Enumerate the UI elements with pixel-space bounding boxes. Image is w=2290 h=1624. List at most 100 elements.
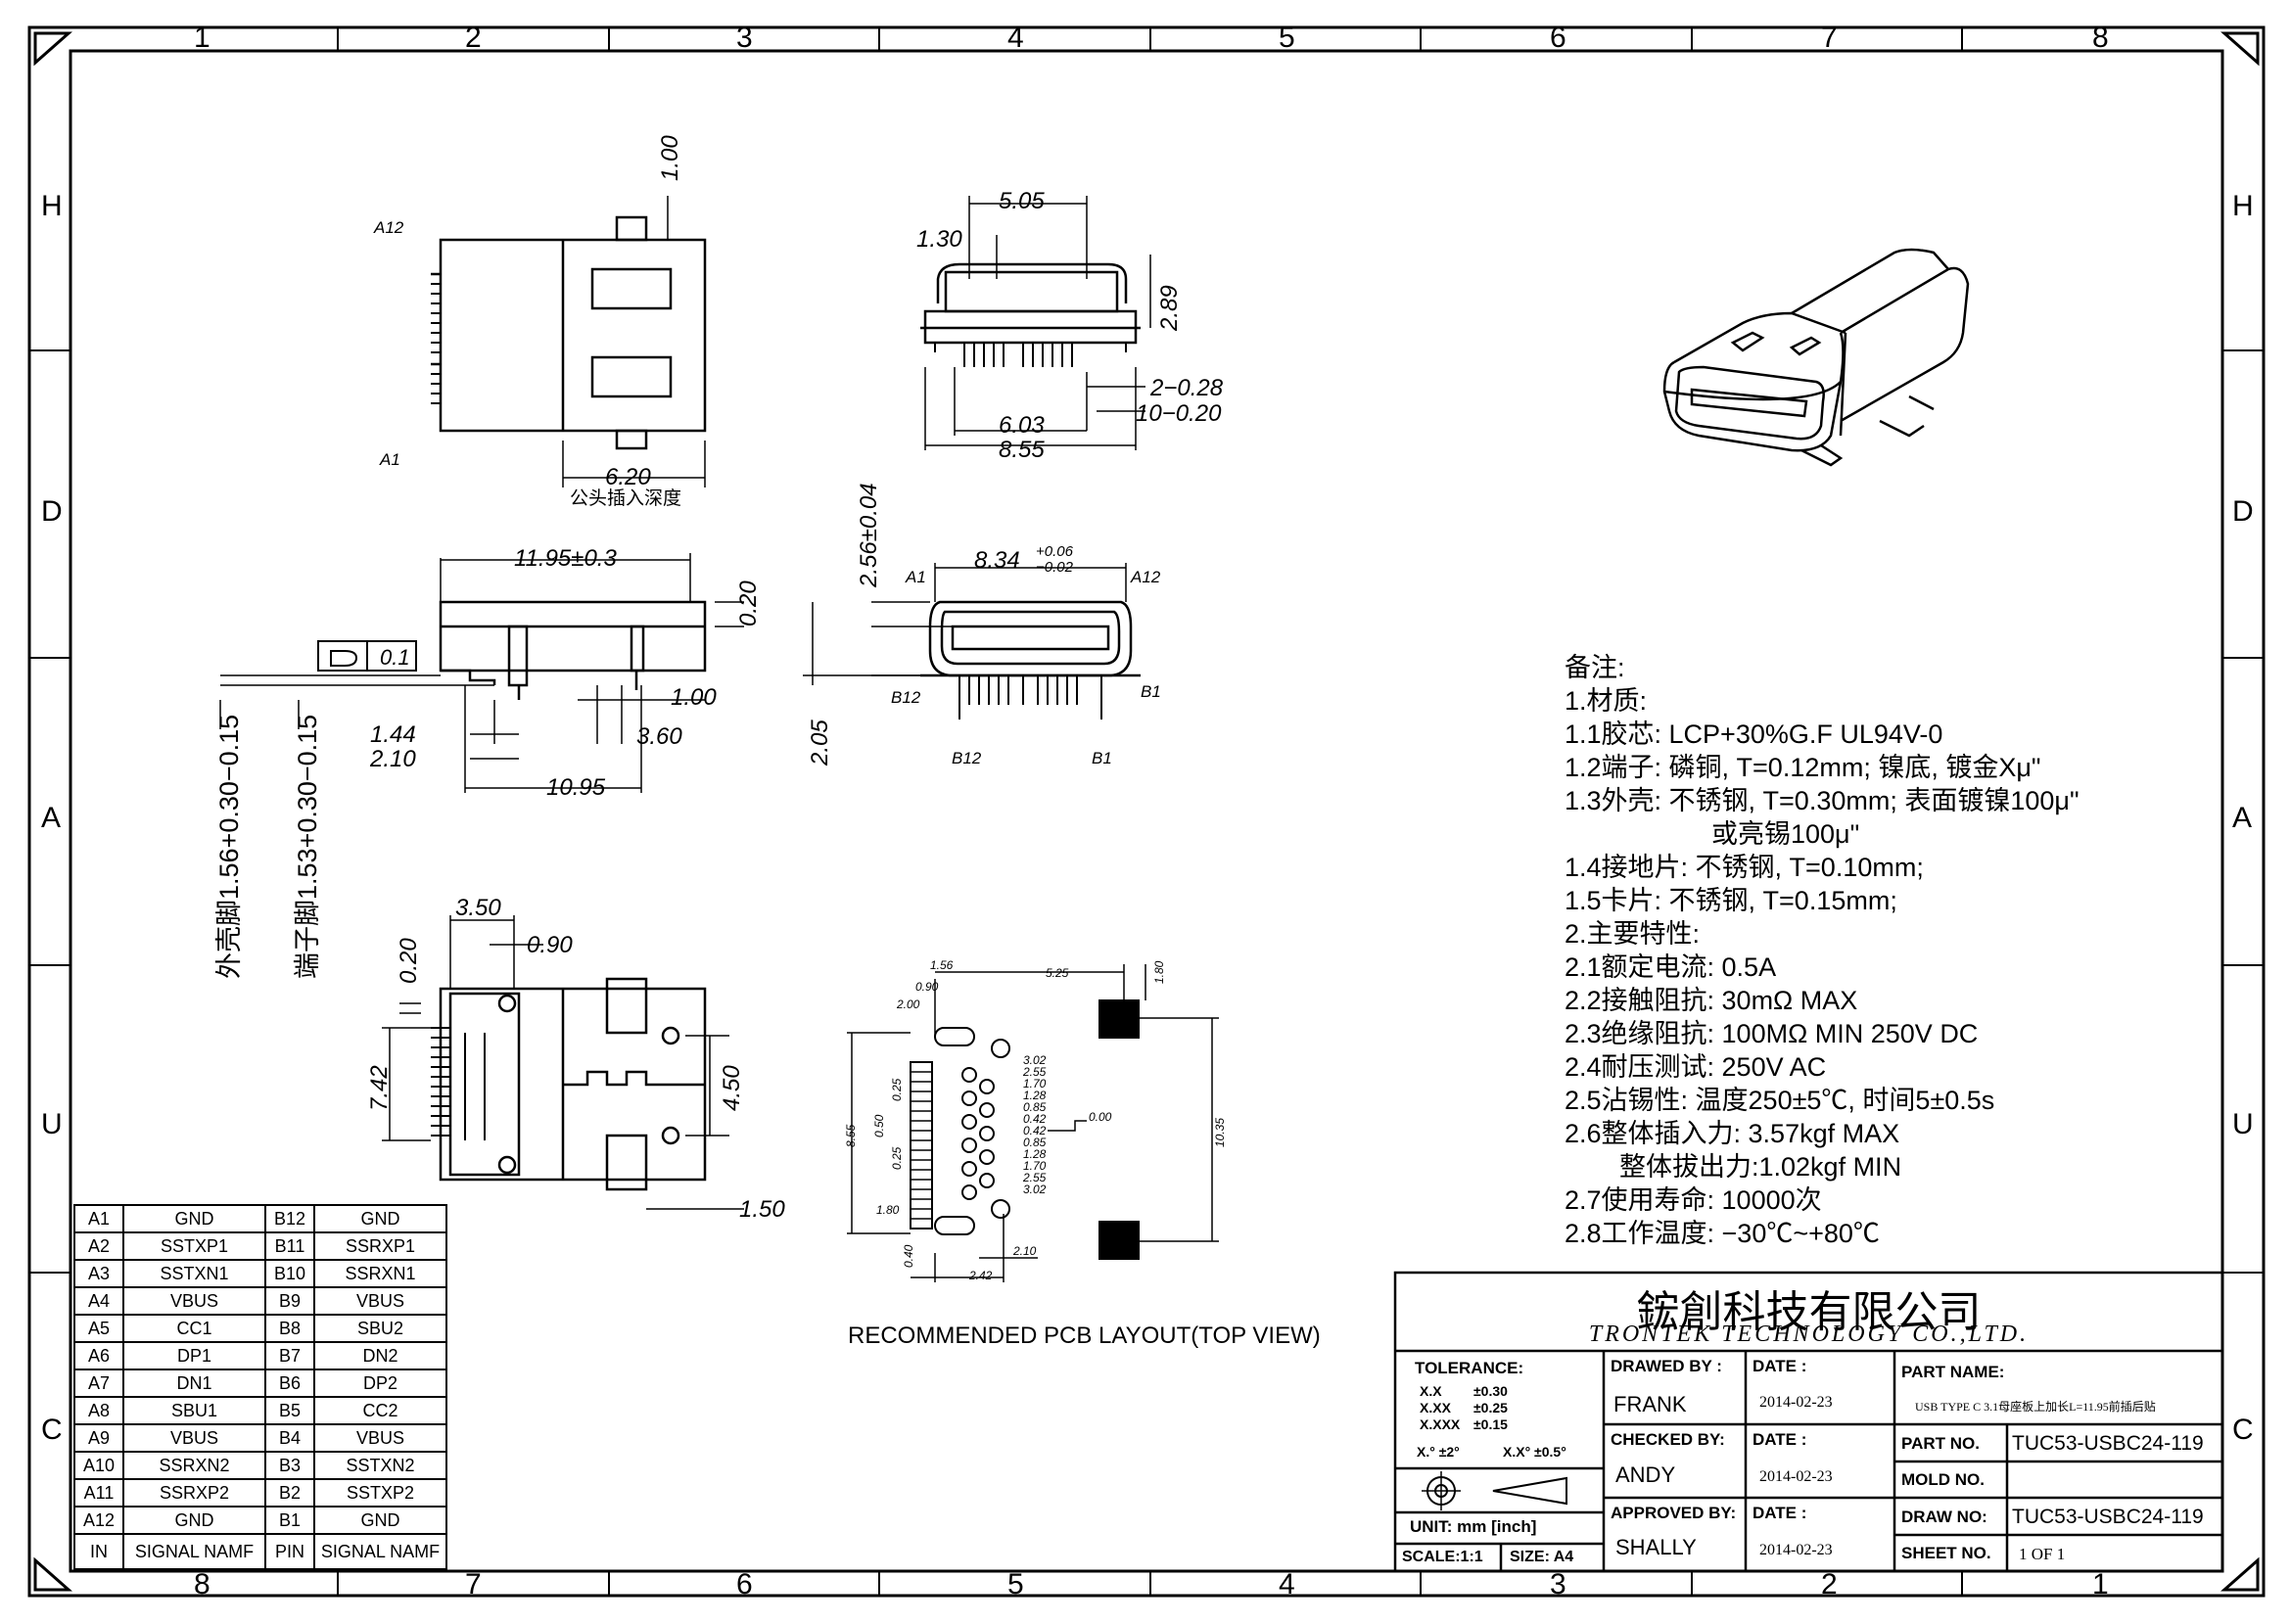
tol-angle2: X.X° ±0.5° <box>1503 1444 1566 1460</box>
pin-a-signal: DN1 <box>122 1369 266 1398</box>
dim-742: 7.42 <box>366 1065 393 1111</box>
pcb-dim-025-a: 0.25 <box>890 1078 904 1101</box>
pcb-right-dim: 0.42 <box>1023 1124 1047 1137</box>
note-line: 1.4接地片: 不锈钢, T=0.10mm; <box>1565 853 1924 882</box>
pcb-dim-156: 1.56 <box>930 958 954 972</box>
note-line: 整体拔出力:1.02kgf MIN <box>1619 1152 1902 1182</box>
zone-row-label: D <box>41 495 63 528</box>
corner-mark <box>2220 1556 2260 1592</box>
pin-a-id: A4 <box>73 1286 124 1316</box>
dim-2-028: 2−0.28 <box>1149 375 1224 401</box>
dim-360: 3.60 <box>636 723 682 750</box>
pin-b-signal: GND <box>313 1506 447 1535</box>
note-line: 2.主要特性: <box>1565 919 1701 949</box>
drawn-by-label: DRAWED BY : <box>1611 1357 1722 1375</box>
note-line: 1.5卡片: 不锈钢, T=0.15mm; <box>1565 886 1897 915</box>
dim-100: 1.00 <box>671 684 717 711</box>
dim-144: 1.44 <box>370 721 416 748</box>
isometric-view <box>1662 248 1970 467</box>
pcb-right-dim: 1.70 <box>1023 1159 1047 1173</box>
zone-row-label: H <box>41 190 63 222</box>
pin-b-id: B11 <box>264 1231 315 1261</box>
pin-header-cell: SIGNAL NAMF <box>313 1533 447 1570</box>
pin-b-signal: SBU2 <box>313 1314 447 1343</box>
pin-b-signal: CC2 <box>313 1396 447 1425</box>
label-a1: A1 <box>379 450 400 469</box>
scale: SCALE:1:1 <box>1402 1549 1483 1565</box>
tol-angle1: X.° ±2° <box>1417 1444 1460 1460</box>
pin-b-signal: SSTXP2 <box>313 1478 447 1508</box>
pin-b-id: B10 <box>264 1259 315 1288</box>
pin-a-signal: SBU1 <box>122 1396 266 1425</box>
pin-a-id: A7 <box>73 1369 124 1398</box>
checked-by-label: CHECKED BY: <box>1611 1430 1725 1449</box>
pcb-right-dim: 1.70 <box>1023 1077 1047 1090</box>
pin-b-signal: VBUS <box>313 1423 447 1453</box>
pin-a-id: A12 <box>73 1506 124 1535</box>
pin-a-id: A8 <box>73 1396 124 1425</box>
pcb-right-dim: 0.85 <box>1023 1136 1047 1149</box>
outer-border <box>27 25 2266 1598</box>
pcb-dim-200: 2.00 <box>896 998 920 1011</box>
pin-a-signal: GND <box>122 1506 266 1535</box>
zone-col-label: 3 <box>1550 1568 1566 1601</box>
front-view-top <box>920 196 1151 450</box>
tol-xx: X.XX <box>1420 1400 1451 1415</box>
pin-b-id: B2 <box>264 1478 315 1508</box>
dim-505: 5.05 <box>999 188 1045 214</box>
pcb-dim-525: 5.25 <box>1046 966 1069 980</box>
tolerance-label: TOLERANCE: <box>1415 1359 1524 1377</box>
side-view-mid <box>219 553 744 793</box>
zone-row-label: U <box>2232 1108 2254 1140</box>
pcb-dim-labels: 1.56 5.25 0.90 2.00 1.80 0.00 10.35 8.55… <box>844 958 1227 1282</box>
note-line: 1.材质: <box>1565 686 1648 716</box>
pcb-right-dim: 0.42 <box>1023 1112 1047 1126</box>
pin-b-id: B7 <box>264 1341 315 1370</box>
dim-256: 2.56±0.04 <box>856 483 882 588</box>
pin-b-id: B1 <box>264 1506 315 1535</box>
corner-mark <box>2220 31 2260 67</box>
pcb-dim-210: 2.10 <box>1012 1244 1037 1258</box>
pin-a-id: A5 <box>73 1314 124 1343</box>
dim-1095: 10.95 <box>546 774 606 801</box>
pcb-caption: RECOMMENDED PCB LAYOUT(TOP VIEW) <box>848 1322 1321 1349</box>
dim-130: 1.30 <box>916 226 962 253</box>
pcb-right-dim: 1.28 <box>1023 1089 1047 1102</box>
note-line: 2.2接触阻抗: 30mΩ MAX <box>1565 986 1858 1015</box>
checked-by: ANDY <box>1615 1462 1676 1487</box>
pin-header-cell: PIN <box>264 1533 315 1570</box>
zone-row-label: C <box>2232 1414 2254 1446</box>
zone-col-label: 7 <box>465 1568 482 1601</box>
front-view-mid <box>803 563 1141 719</box>
dim-450: 4.50 <box>719 1065 745 1111</box>
dim-090: 0.90 <box>527 932 573 958</box>
size: SIZE: A4 <box>1510 1549 1574 1565</box>
zone-row-label: A <box>41 802 61 834</box>
company-cn: 鋐創科技有限公司 <box>1636 1288 1982 1336</box>
pcb-layout <box>847 964 1219 1282</box>
pin-table-header: IN SIGNAL NAMF PIN SIGNAL NAMF <box>73 1533 447 1570</box>
label-a12: A12 <box>373 218 404 237</box>
dim-855: 8.55 <box>999 437 1045 463</box>
note-line: 2.7使用寿命: 10000次 <box>1565 1185 1822 1215</box>
dim-834: 8.34 <box>974 547 1020 574</box>
note-line: 2.6整体插入力: 3.57kgf MAX <box>1565 1119 1900 1148</box>
company-en: TRONTEK TECHNOLOGY CO.,LTD. <box>1588 1322 2030 1347</box>
zone-labels: 1 2 3 4 5 6 7 8 8 7 6 5 4 3 2 1 H D A U … <box>41 22 2254 1601</box>
note-line: 或亮锡100μ" <box>1711 819 1860 849</box>
draw-no-label: DRAW NO: <box>1901 1508 1987 1526</box>
zone-col-label: 6 <box>736 1568 753 1601</box>
zone-col-label: 8 <box>194 1568 210 1601</box>
dim-020-top: 0.20 <box>396 938 422 984</box>
dim-289: 2.89 <box>1156 285 1183 332</box>
approved-by: SHALLY <box>1615 1535 1697 1559</box>
pin-a-signal: SSTXP1 <box>122 1231 266 1261</box>
pin-b-signal: SSTXN2 <box>313 1451 447 1480</box>
